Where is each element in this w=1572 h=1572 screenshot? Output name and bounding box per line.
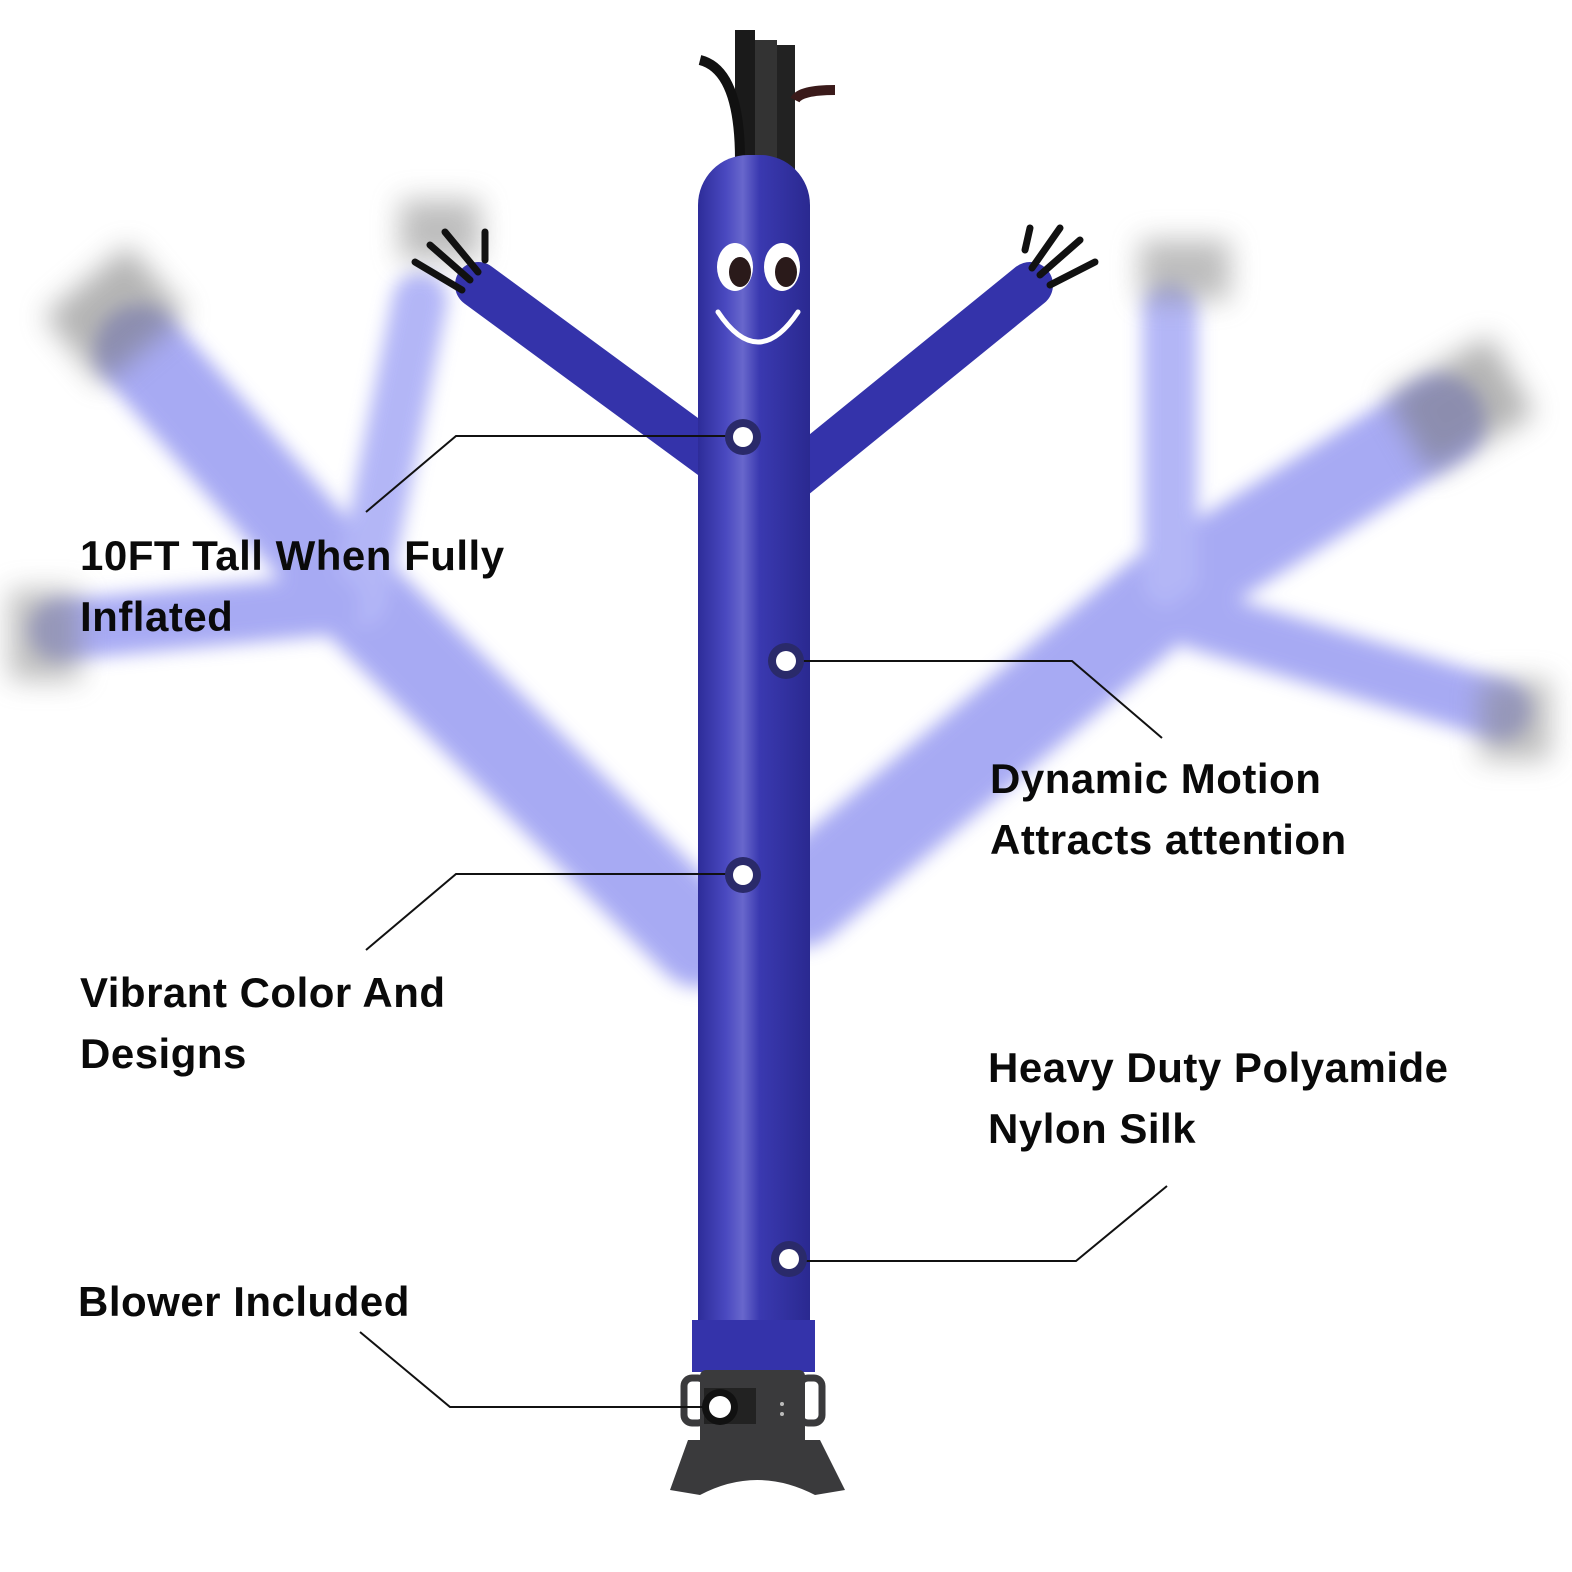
callout-material-line-2: Nylon Silk xyxy=(988,1105,1197,1152)
callout-motion-line-2: Attracts attention xyxy=(990,816,1347,863)
head-fringe-icon xyxy=(698,30,836,170)
callout-material-line-1: Heavy Duty Polyamide xyxy=(988,1044,1449,1091)
left-arm xyxy=(411,228,753,493)
callout-blower: Blower Included xyxy=(78,1271,410,1332)
callout-material: Heavy Duty Polyamide Nylon Silk xyxy=(988,1037,1449,1159)
callout-height: 10FT Tall When Fully Inflated xyxy=(80,525,505,647)
motion-ghost-right xyxy=(752,282,1530,948)
callout-color: Vibrant Color And Designs xyxy=(80,962,446,1084)
callout-leader-lines xyxy=(359,435,1168,1408)
callout-height-line-2: Inflated xyxy=(80,593,234,640)
callout-motion: Dynamic Motion Attracts attention xyxy=(990,748,1347,870)
right-hand-fringe-icon xyxy=(1021,224,1099,289)
left-hand-fringe-icon xyxy=(411,228,489,294)
marker-motion xyxy=(768,643,804,679)
motion-ghost-right-fringe xyxy=(1140,240,1550,760)
motion-ghost-left-fringe xyxy=(10,200,480,680)
marker-blower xyxy=(702,1389,738,1425)
main-tube xyxy=(692,155,815,1375)
callout-markers xyxy=(702,419,807,1425)
right-arm xyxy=(767,224,1099,503)
callout-height-line-1: 10FT Tall When Fully xyxy=(80,532,505,579)
callout-color-line-2: Designs xyxy=(80,1030,247,1077)
smiley-face-icon xyxy=(715,243,801,345)
callout-motion-line-1: Dynamic Motion xyxy=(990,755,1322,802)
callout-color-line-1: Vibrant Color And xyxy=(80,969,446,1016)
marker-height xyxy=(725,419,761,455)
callout-blower-line-1: Blower Included xyxy=(78,1278,410,1325)
motion-ghost-left xyxy=(30,272,748,988)
marker-material xyxy=(771,1241,807,1277)
marker-color xyxy=(725,857,761,893)
blower-base xyxy=(670,1370,845,1495)
